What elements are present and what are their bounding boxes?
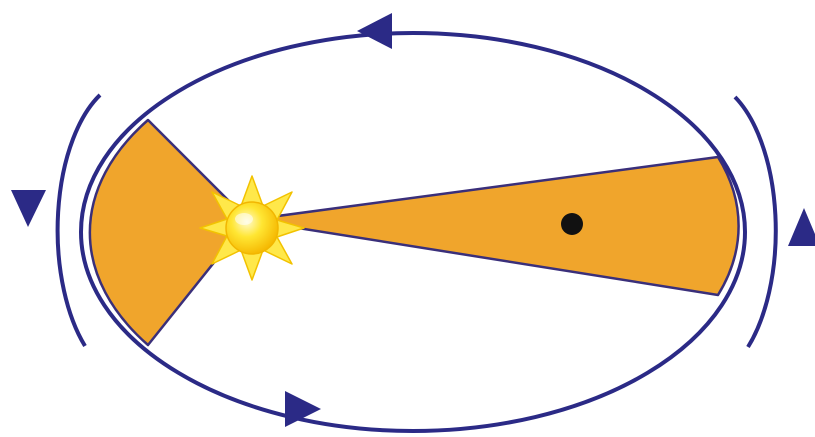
focus-dot — [561, 213, 583, 235]
arrowhead-icon — [788, 208, 815, 246]
swept-area-right — [248, 157, 739, 295]
outer-arc-right — [735, 97, 776, 347]
arrowhead-icon — [11, 190, 46, 227]
arrowhead-icon — [357, 13, 392, 49]
